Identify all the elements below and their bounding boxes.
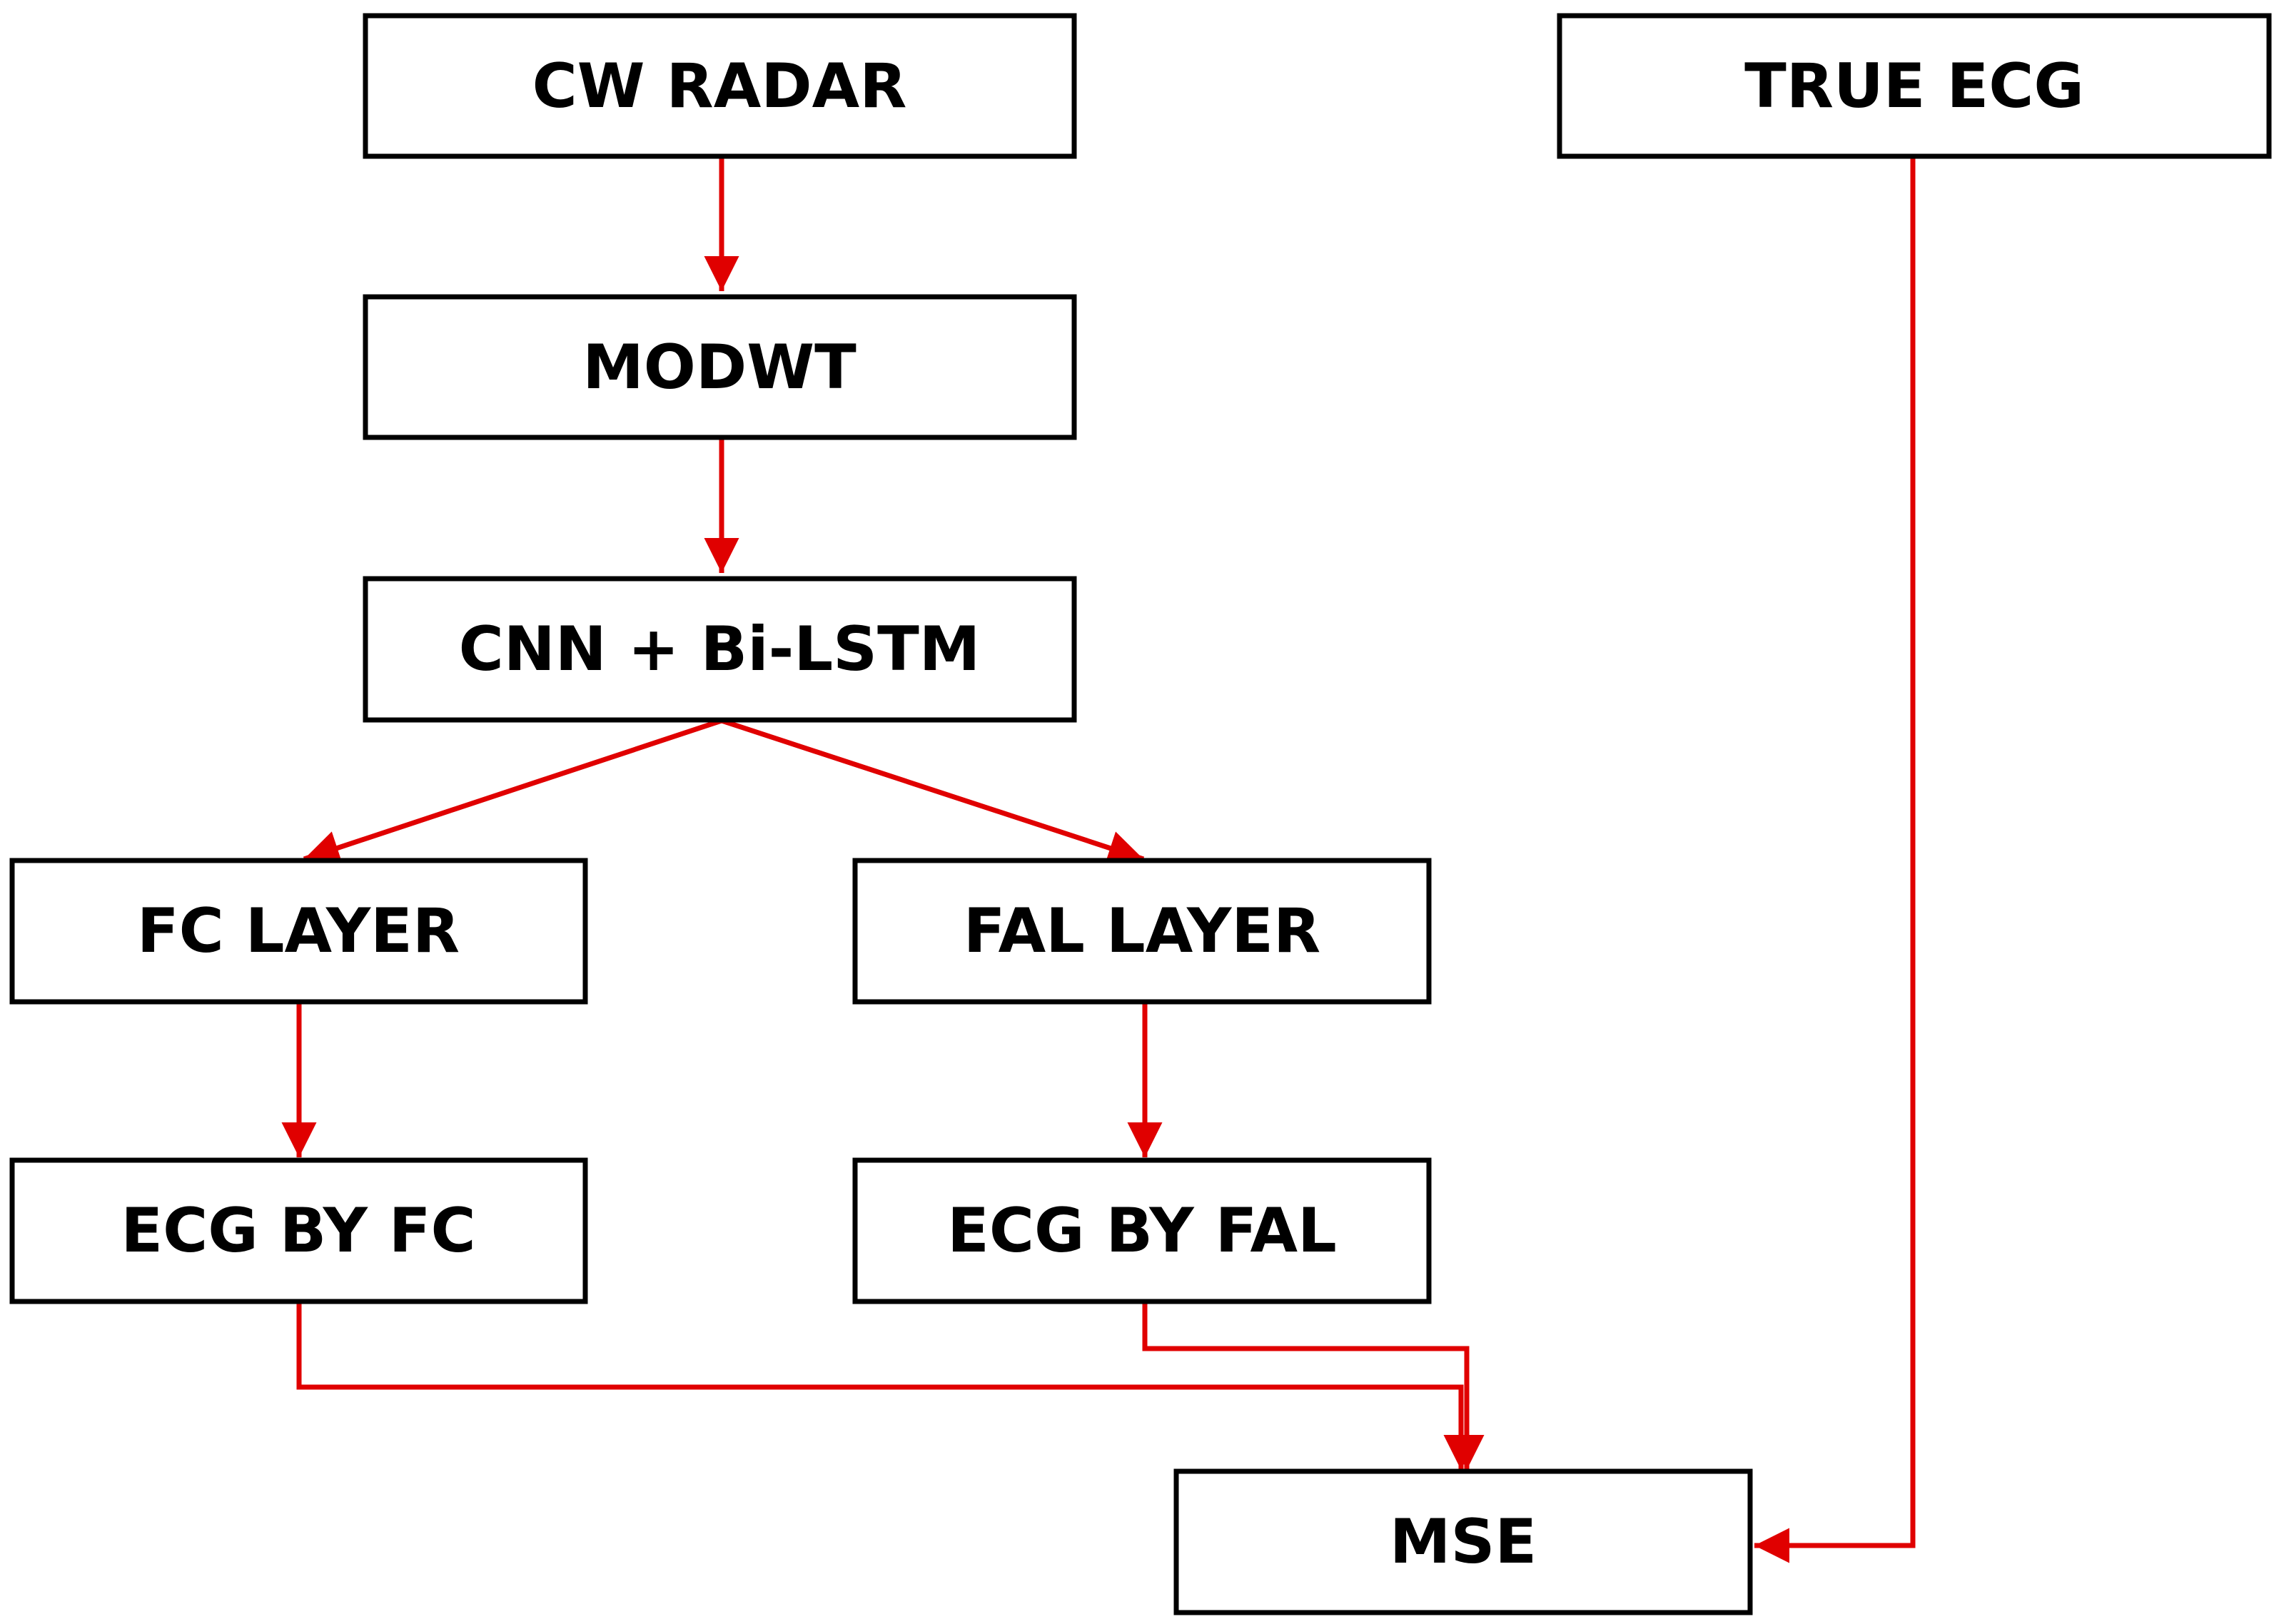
node-label: FAL LAYER <box>964 895 1321 967</box>
edge-ecg-by-fal-to-mse <box>1142 1303 1485 1470</box>
node-fc-layer: FC LAYER <box>9 858 588 1005</box>
node-label: CW RADAR <box>532 51 907 122</box>
edge-cnn-bilstm-to-fal-layer <box>720 718 1145 865</box>
node-label: CNN + Bi-LSTM <box>459 614 981 685</box>
node-label: MSE <box>1390 1506 1537 1578</box>
node-ecg-by-fc: ECG BY FC <box>9 1157 588 1304</box>
node-label: ECG BY FC <box>121 1195 475 1267</box>
node-fal-layer: FAL LAYER <box>852 858 1432 1005</box>
node-label: FC LAYER <box>137 895 460 967</box>
node-modwt: MODWT <box>363 294 1077 440</box>
edge-true-ecg-to-mse <box>1754 157 1916 1563</box>
edge-cnn-bilstm-to-fc-layer <box>303 718 723 865</box>
node-mse: MSE <box>1173 1468 1753 1615</box>
node-label: MODWT <box>582 332 856 403</box>
node-label: ECG BY FAL <box>947 1195 1337 1267</box>
node-cnn-bilstm: CNN + Bi-LSTM <box>363 576 1077 723</box>
edges <box>281 157 1916 1563</box>
node-ecg-by-fal: ECG BY FAL <box>852 1157 1432 1304</box>
edge-ecg-by-fc-to-mse <box>296 1303 1479 1470</box>
node-label: TRUE ECG <box>1744 51 2084 122</box>
node-cw-radar: CW RADAR <box>363 13 1077 159</box>
node-true-ecg: TRUE ECG <box>1557 13 2272 159</box>
